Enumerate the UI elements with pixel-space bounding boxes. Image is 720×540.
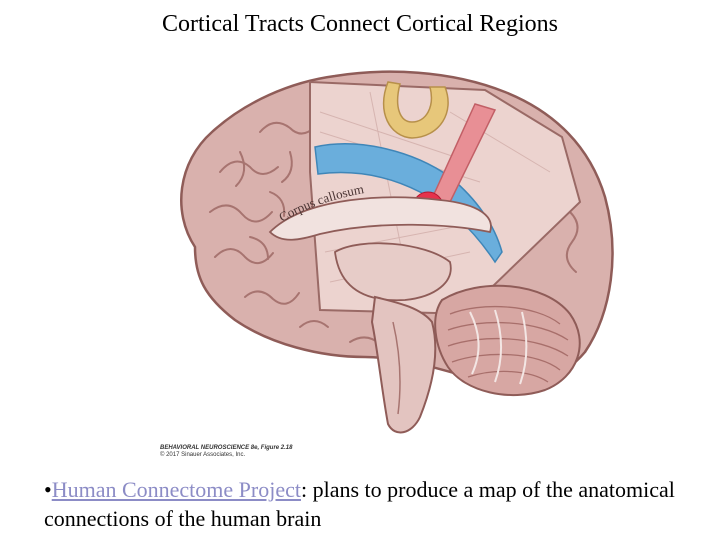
arbor-vitae	[469, 311, 480, 375]
human-connectome-project-link[interactable]: Human Connectome Project	[51, 477, 301, 502]
brainstem	[370, 295, 437, 434]
bullet-item: •Human Connectome Project: plans to prod…	[44, 475, 684, 533]
blue-fiber-tract	[314, 143, 503, 264]
corpus-callosum	[268, 196, 492, 241]
thalamus	[334, 242, 452, 302]
yellow-fiber-arc	[382, 81, 449, 139]
figure-credit-line-1: BEHAVIORAL NEUROSCIENCE 8e, Figure 2.18	[160, 445, 293, 451]
brain-figure: Corpus callosum	[150, 52, 622, 442]
bullet-body-text: : plans to produce a map of the anatomic…	[44, 477, 675, 531]
brainstem-line	[392, 321, 401, 415]
figure-credit-line-2: © 2017 Sinauer Associates, Inc.	[160, 452, 246, 458]
figure-credit: BEHAVIORAL NEUROSCIENCE 8e, Figure 2.18 …	[160, 445, 292, 459]
cerebellum-folia	[447, 306, 569, 383]
brain-illustration: Corpus callosum	[180, 70, 614, 434]
cerebellum	[434, 284, 581, 397]
slide-title: Cortical Tracts Connect Cortical Regions	[162, 11, 558, 37]
bullet-marker: •	[44, 477, 52, 502]
